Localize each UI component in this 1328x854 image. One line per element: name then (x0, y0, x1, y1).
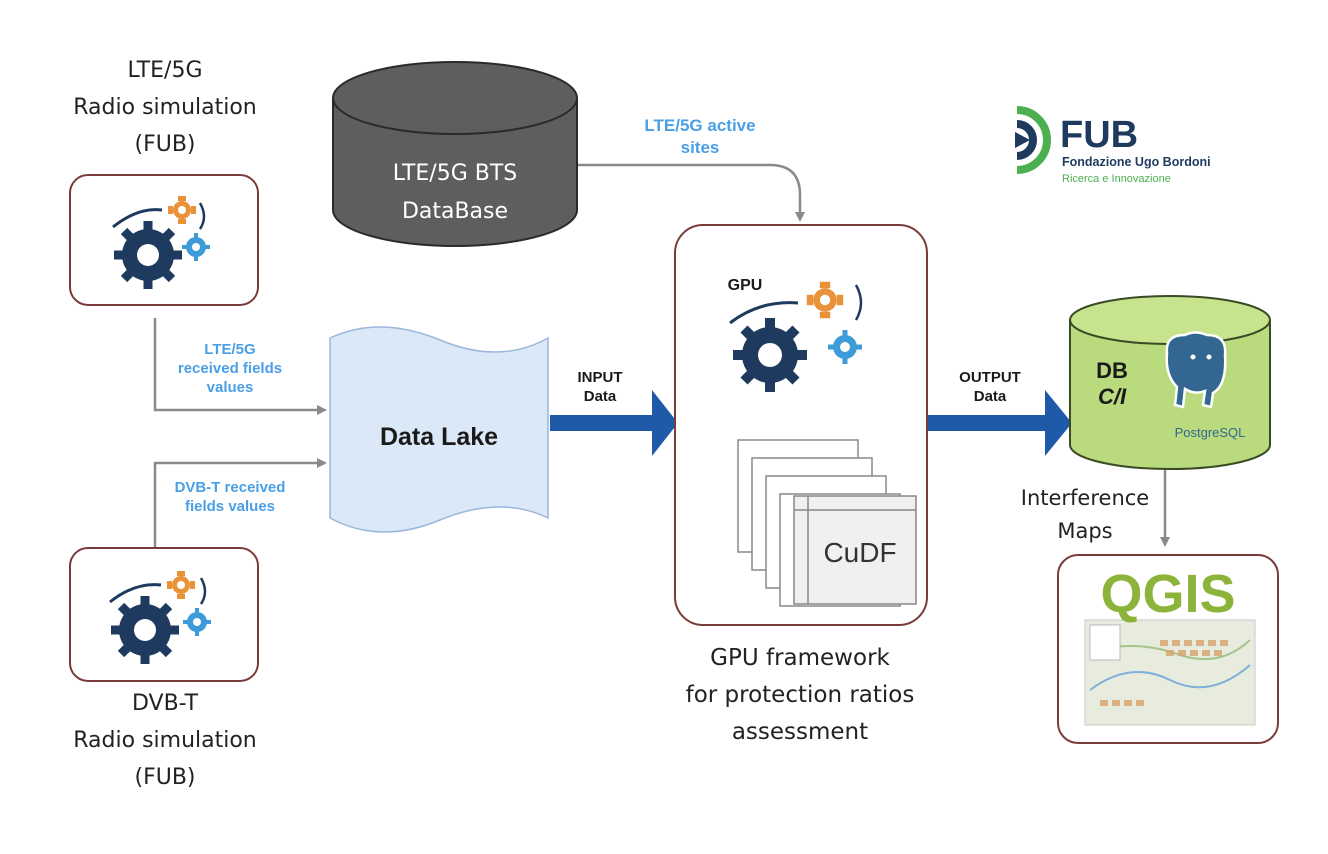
output-data-arrow (928, 390, 1072, 456)
qgis-title: QGIS (1100, 564, 1235, 624)
dvbt-fields-label: DVB-T received fields values (150, 478, 310, 516)
bts-database-cylinder (332, 61, 578, 247)
lte-fields-line2: received fields (177, 360, 283, 377)
gears-icon (729, 284, 863, 392)
lte-fields-label: LTE/5G received fields values (150, 340, 310, 397)
fub-logo-tagline: Ricerca e Innovazione (1062, 173, 1171, 185)
cudf-label: CuDF (823, 537, 896, 568)
gpu-caption: GPU framework for protection ratios asse… (640, 640, 960, 751)
db-to-gpu-arrow (575, 163, 805, 222)
active-sites-line1: LTE/5G active (644, 116, 756, 135)
gpu-caption-line2: for protection ratios (685, 682, 915, 708)
postgres-label: PostgreSQL (1175, 425, 1246, 440)
data-lake-shape (329, 326, 549, 533)
gpu-label: GPU (728, 277, 763, 294)
gears-icon (109, 571, 211, 664)
active-sites-label: LTE/5G active sites (590, 115, 810, 159)
db-ci-line1: DB (1096, 358, 1128, 383)
fub-logo-icon (1015, 106, 1051, 174)
input-data-label: INPUT Data (555, 368, 645, 406)
input-data-line2: Data (583, 388, 617, 405)
dvbt-to-lake-arrow (153, 458, 327, 548)
dvbt-sim-caption: DVB-T Radio simulation (FUB) (60, 685, 270, 796)
output-data-line1: OUTPUT (959, 369, 1021, 386)
fub-logo-subtitle: Fondazione Ugo Bordoni (1062, 155, 1211, 169)
active-sites-line2: sites (680, 138, 720, 157)
lte-sim-line1: LTE/5G (127, 58, 203, 83)
dvbt-fields-line2: fields values (184, 498, 276, 515)
dvbt-sim-line1: DVB-T (131, 691, 199, 716)
interference-line2: Maps (1057, 519, 1113, 543)
qgis-map-icon (1084, 619, 1256, 726)
db-ci-line2: C/I (1097, 384, 1127, 409)
dvbt-sim-line2: Radio simulation (73, 728, 257, 753)
lte-sim-line3: (FUB) (134, 132, 196, 157)
dvbt-fields-line1: DVB-T received (174, 479, 286, 496)
lte-fields-line1: LTE/5G (204, 341, 256, 358)
cudf-tables-icon (737, 439, 917, 607)
gpu-caption-line3: assessment (731, 719, 869, 745)
db-ci-label: DB C/I (1082, 358, 1142, 410)
lte-sim-caption: LTE/5G Radio simulation (FUB) (60, 52, 270, 163)
lte-fields-line3: values (206, 379, 254, 396)
input-data-line1: INPUT (577, 369, 623, 386)
lte-to-lake-arrow (153, 318, 327, 415)
interference-maps-label: Interference Maps (1005, 482, 1165, 548)
bts-database-label: LTE/5G BTS DataBase (335, 155, 575, 231)
lte-sim-line2: Radio simulation (73, 95, 257, 120)
interference-line1: Interference (1020, 486, 1150, 510)
output-data-label: OUTPUT Data (940, 368, 1040, 406)
data-lake-label: Data Lake (379, 423, 499, 451)
gpu-caption-line1: GPU framework (710, 645, 890, 671)
input-data-arrow (550, 390, 678, 456)
fub-logo-name: FUB (1060, 114, 1138, 156)
dvbt-sim-line3: (FUB) (134, 765, 196, 790)
output-data-line2: Data (973, 388, 1007, 405)
bts-database-line2: DataBase (401, 199, 509, 224)
bts-database-line1: LTE/5G BTS (392, 161, 518, 186)
gears-icon (112, 196, 210, 289)
postgresql-elephant-icon (1165, 331, 1227, 409)
